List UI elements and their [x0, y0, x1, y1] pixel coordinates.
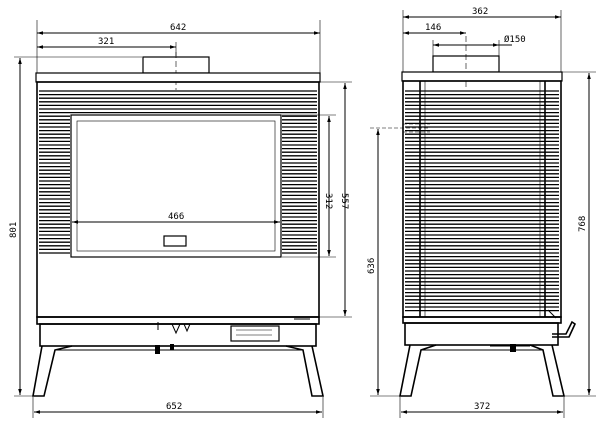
- front-top-plate: [35, 72, 321, 83]
- side-right-leg: [529, 344, 566, 397]
- front-left-leg: [32, 345, 73, 397]
- dim-label-372: 372: [474, 402, 490, 412]
- dim-label-652: 652: [166, 402, 182, 412]
- front-base-plinth: [36, 316, 320, 325]
- side-convection-fins: [405, 90, 559, 312]
- side-base-plinth: [402, 316, 562, 324]
- dim-label-768: 768: [578, 216, 588, 232]
- front-dimensions: 642 321 466 312 557 801 652: [9, 20, 352, 418]
- dim-label-642: 642: [170, 23, 186, 33]
- side-top-plate: [401, 71, 563, 82]
- dim-label-146: 146: [425, 23, 441, 33]
- dim-label-636: 636: [367, 258, 377, 274]
- side-lever-handle: [552, 320, 577, 338]
- front-right-leg: [285, 345, 324, 397]
- dim-label-362: 362: [472, 7, 488, 17]
- front-door-handle: [163, 235, 187, 247]
- side-dimensions: 362 146 Ø150 636 768 372: [367, 7, 596, 418]
- side-left-leg: [399, 344, 437, 397]
- dim-label-466: 466: [168, 212, 184, 222]
- front-convection-fins: [39, 90, 317, 254]
- front-view: [32, 52, 324, 397]
- dim-label-150: Ø150: [504, 34, 526, 45]
- dim-label-321: 321: [98, 37, 114, 47]
- front-air-control: [230, 325, 280, 342]
- dim-label-312: 312: [323, 193, 333, 209]
- side-view: [399, 36, 577, 397]
- dim-label-801: 801: [9, 222, 19, 238]
- dim-label-557: 557: [339, 193, 349, 209]
- front-door-window: [70, 114, 282, 258]
- side-ash-section: [404, 322, 559, 346]
